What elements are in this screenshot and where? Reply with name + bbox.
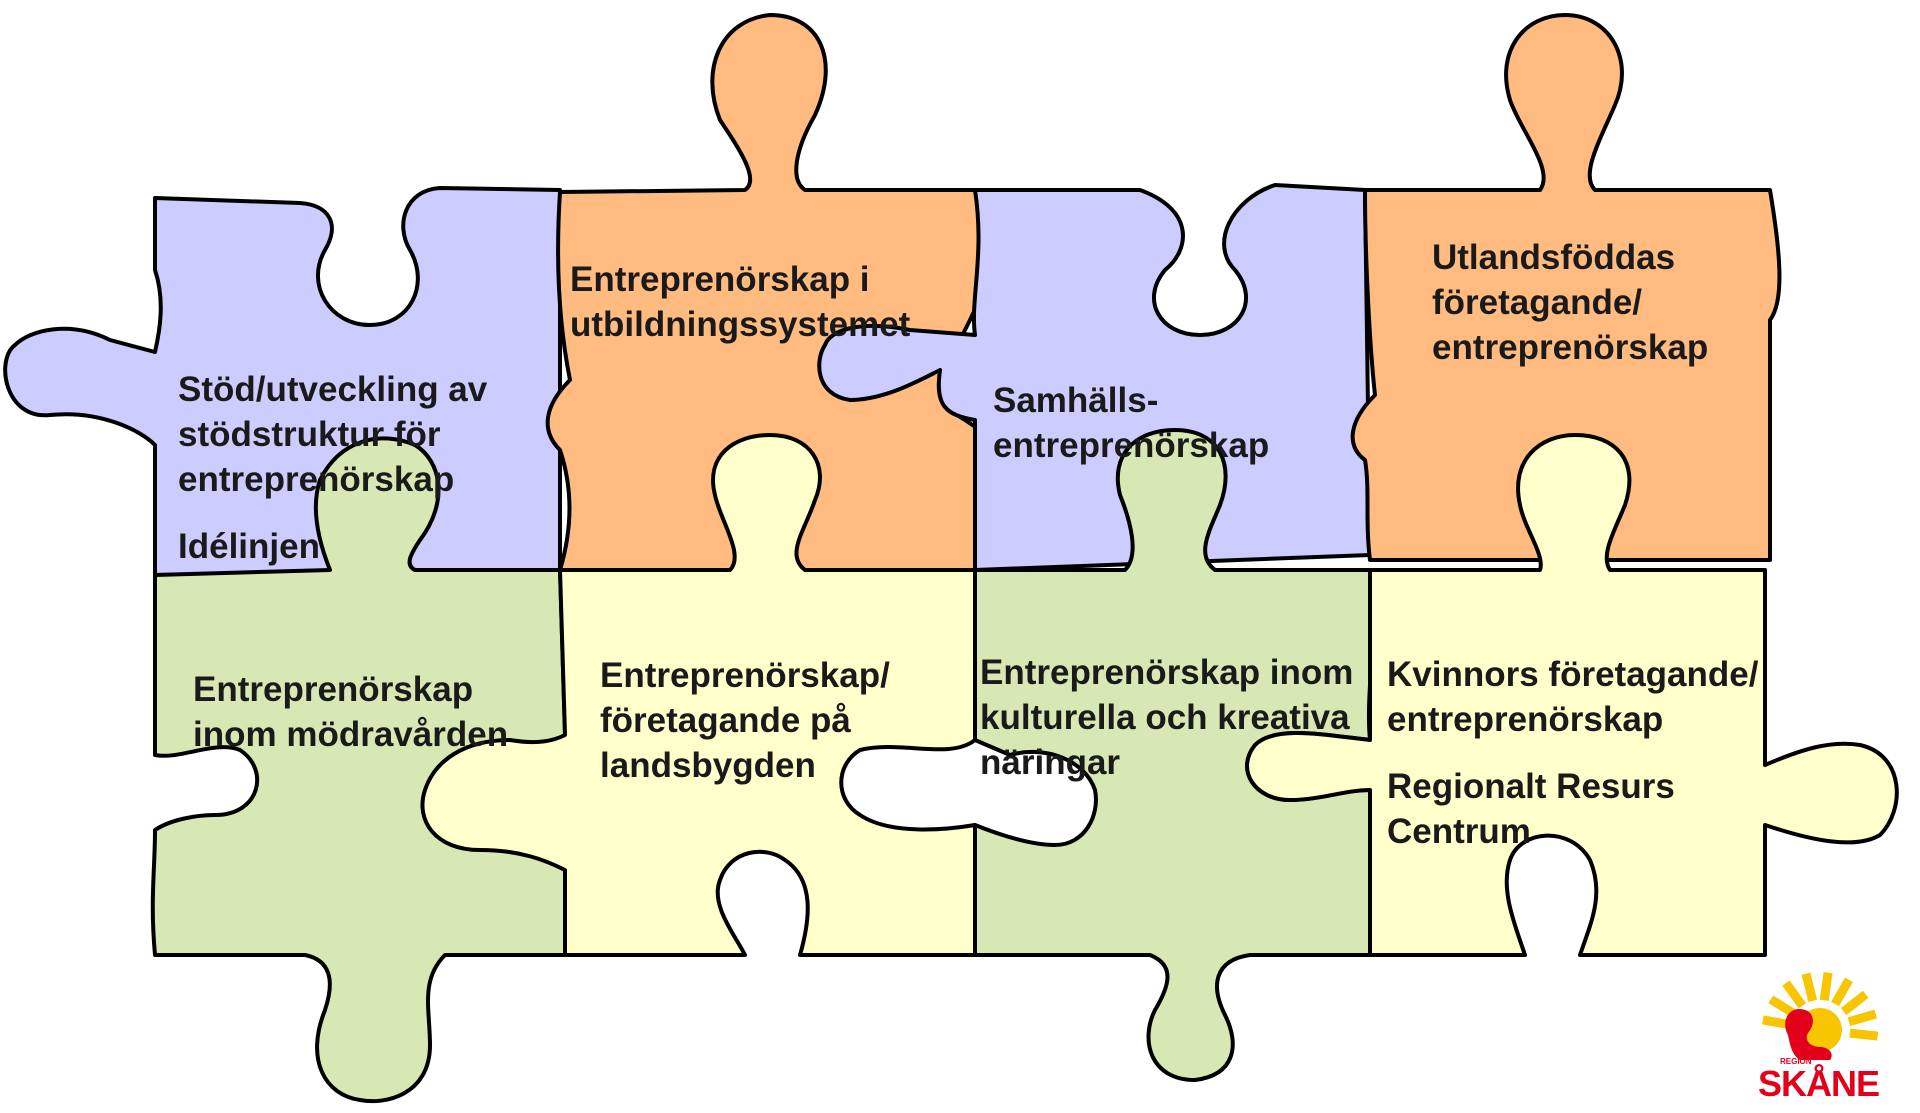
logo-ray (1801, 972, 1818, 1002)
logo-ray (1840, 990, 1869, 1016)
piece-stod-text: Stöd/utveckling av stödstruktur för entr… (178, 370, 488, 499)
piece-kultur-text: Entreprenörskap inom kulturella och krea… (980, 653, 1354, 782)
label-kvinnor: Kvinnors företagande/ entreprenörskap Re… (1387, 607, 1758, 899)
piece-utlands-text: Utlandsföddas företagande/ entreprenörsk… (1432, 238, 1709, 367)
piece-kvinnor-text: Kvinnors företagande/ entreprenörskap (1387, 655, 1759, 739)
region-skane-logo: REGION SKÅNE (1750, 965, 1900, 1105)
piece-utbildning-text: Entreprenörskap i utbildningssystemet (570, 260, 911, 344)
label-modravard: Entreprenörskap inom mödravården (193, 622, 508, 757)
logo-ray (1847, 1009, 1877, 1027)
logo-ray (1819, 971, 1833, 1001)
piece-landsbygd (420, 433, 977, 957)
piece-kvinnor (1245, 433, 1899, 957)
label-stod: Stöd/utveckling av stödstruktur för entr… (178, 322, 487, 614)
logo-skane-text: SKÅNE (1758, 1063, 1880, 1104)
logo-ray (1831, 977, 1853, 1007)
piece-modravard (150, 436, 567, 1104)
label-utlands: Utlandsföddas företagande/ entreprenörsk… (1432, 190, 1708, 370)
logo-region-text: REGION (1780, 1057, 1812, 1066)
label-kultur: Entreprenörskap inom kulturella och krea… (980, 605, 1353, 785)
label-utbildning: Entreprenörskap i utbildningssystemet (570, 212, 910, 347)
piece-kvinnor-subtext: Regionalt Resurs Centrum (1387, 767, 1675, 851)
piece-utlands (1350, 13, 1782, 562)
piece-landsbygd-text: Entreprenörskap/ företagande på landsbyg… (600, 656, 890, 785)
piece-modravard-text: Entreprenörskap inom mödravården (193, 670, 509, 754)
piece-stod-subtext: Idélinjen (178, 527, 320, 566)
logo-ray (1768, 995, 1797, 1018)
logo-ray (1782, 980, 1807, 1009)
piece-samhall (817, 183, 1372, 572)
piece-samhall-text: Samhälls- entreprenörskap (993, 381, 1270, 465)
label-samhall: Samhälls- entreprenörskap (993, 333, 1269, 468)
label-landsbygd: Entreprenörskap/ företagande på landsbyg… (600, 608, 890, 788)
logo-sun-icon (1762, 971, 1879, 1060)
logo-ray (1849, 1028, 1879, 1041)
